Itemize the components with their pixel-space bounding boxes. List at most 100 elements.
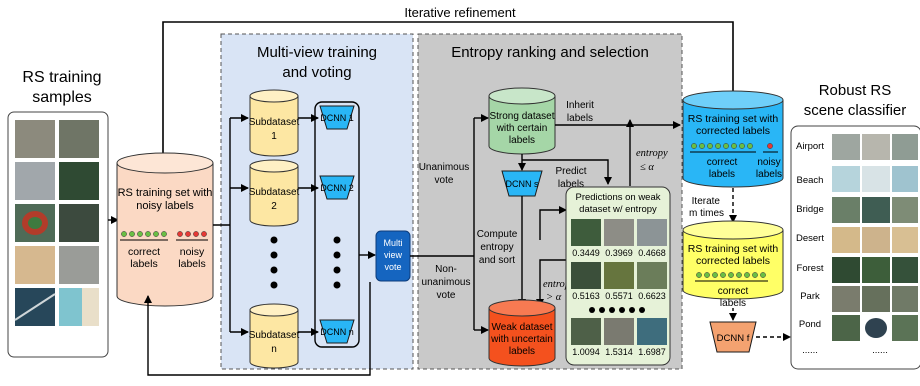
- nonunanimous-label-3: vote: [437, 290, 456, 301]
- robust-title-1: Robust RS: [819, 82, 892, 99]
- subdataset-n-index: n: [271, 344, 277, 355]
- dcnn-2-label: DCNN 2: [320, 183, 354, 193]
- entropy-gt-1: entropy: [543, 279, 575, 290]
- prediction-score-3: 0.4668: [638, 248, 666, 258]
- left-title-2: samples: [32, 89, 92, 106]
- weak-dataset-cylinder: [488, 299, 556, 367]
- class-ellipsis-2: ......: [872, 345, 888, 356]
- corrected-bottom-dots: [696, 272, 766, 278]
- inherit-label-2: labels: [567, 113, 593, 124]
- prediction-score-8: 1.5314: [605, 347, 633, 357]
- unanimous-label-2: vote: [435, 175, 454, 186]
- iterate-label-2: m times: [689, 208, 724, 219]
- corrected-set-bottom-cylinder: [682, 220, 784, 300]
- prediction-score-7: 1.0094: [572, 347, 600, 357]
- corrected-top-correct-2: labels: [709, 169, 735, 180]
- dcnn-1-label: DCNN 1: [320, 113, 354, 123]
- predictions-title-2: dataset w/ entropy: [579, 204, 657, 215]
- class-label-airport: Airport: [796, 141, 824, 152]
- left-title-1: RS training: [22, 69, 101, 86]
- dcnn-ellipsis: [333, 236, 341, 289]
- subdataset-1-label: Subdataset: [249, 117, 300, 128]
- strong-label-3: labels: [509, 135, 535, 146]
- prediction-scores: 0.3449 0.3969 0.4668 0.5163 0.5571 0.662…: [572, 248, 666, 357]
- strong-label-1: Strong dataset: [489, 111, 554, 122]
- nonunanimous-label-2: unanimous: [422, 277, 471, 288]
- compute-label-2: entropy: [480, 242, 513, 253]
- class-label-bridge: Bridge: [796, 204, 823, 215]
- subdataset-2-cylinder: [249, 159, 299, 227]
- noisy-set-correct-2: labels: [130, 258, 157, 270]
- noisy-set-correct: correct: [128, 246, 160, 258]
- prediction-ellipsis: [589, 307, 645, 313]
- class-ellipsis-1: ......: [802, 345, 818, 356]
- class-thumbnails: [832, 134, 918, 341]
- class-label-forest: Forest: [797, 263, 824, 274]
- weak-label-2: with uncertain: [490, 334, 553, 345]
- dcnn-2-block: [319, 175, 355, 200]
- subdataset-2-index: 2: [271, 201, 277, 212]
- corrected-top-title-1: RS training set with: [688, 113, 779, 125]
- noisy-training-set-cylinder: [116, 152, 214, 307]
- inherit-label-1: Inherit: [566, 100, 594, 111]
- iterative-refinement-label: Iterative refinement: [404, 5, 516, 20]
- corrected-top-title-2: corrected labels: [696, 125, 770, 137]
- predictions-title-1: Predictions on weak: [575, 192, 660, 203]
- prediction-score-5: 0.5571: [605, 291, 633, 301]
- weak-label-1: Weak dataset: [492, 322, 553, 333]
- compute-label-1: Compute: [477, 229, 518, 240]
- predict-label-1: Predict: [555, 166, 586, 177]
- dcnn-n-block: [319, 319, 355, 344]
- vote-label-1: Multi: [383, 238, 402, 248]
- dcnn-group-box: [314, 101, 360, 348]
- subdataset-ellipsis: [270, 236, 278, 289]
- subdataset-2-label: Subdataset: [249, 187, 300, 198]
- corrected-top-correct: correct: [707, 157, 738, 168]
- dcnn-n-label: DCNN n: [320, 327, 354, 337]
- class-label-desert: Desert: [796, 233, 824, 244]
- noisy-set-title-2: noisy labels: [136, 200, 194, 212]
- iterate-label-1: Iterate: [692, 196, 721, 207]
- dcnn-f-block: [709, 321, 757, 353]
- corrected-top-noisy: noisy: [757, 157, 780, 168]
- corrected-bottom-correct: correct: [718, 286, 749, 297]
- vote-label-2: view: [384, 250, 403, 260]
- class-label-park: Park: [800, 291, 820, 302]
- prediction-thumbnails: [571, 219, 667, 345]
- subdataset-n-label: Subdataset: [249, 330, 300, 341]
- noisy-set-noisy-2: labels: [178, 258, 205, 270]
- corrected-bottom-title-1: RS training set with: [688, 243, 779, 255]
- class-label-pond: Pond: [799, 319, 821, 330]
- entropy-gt-2: > α: [546, 292, 562, 303]
- class-label-beach: Beach: [797, 175, 824, 186]
- corrected-top-dots: [691, 143, 773, 149]
- unanimous-label-1: Unanimous: [419, 162, 470, 173]
- noisy-set-dots: [121, 231, 207, 237]
- class-labels: Airport Beach Bridge Desert Forest Park …: [796, 141, 888, 356]
- corrected-bottom-title-2: corrected labels: [696, 255, 770, 267]
- subdataset-n-cylinder: [249, 303, 299, 369]
- multiview-title-2: and voting: [282, 64, 351, 81]
- compute-label-3: and sort: [479, 255, 515, 266]
- subdataset-1-cylinder: [249, 89, 299, 157]
- dcnn-1-block: [319, 105, 355, 130]
- prediction-score-6: 0.6623: [638, 291, 666, 301]
- prediction-score-4: 0.5163: [572, 291, 600, 301]
- subdataset-1-index: 1: [271, 131, 277, 142]
- prediction-score-2: 0.3969: [605, 248, 633, 258]
- strong-label-2: with certain: [496, 123, 548, 134]
- robust-title-2: scene classifier: [804, 102, 907, 119]
- prediction-score-9: 1.6987: [638, 347, 666, 357]
- vote-label-3: vote: [384, 262, 401, 272]
- multiview-title-1: Multi-view training: [257, 44, 377, 61]
- dcnn-s-block: [501, 170, 543, 197]
- predict-label-2: labels: [558, 179, 584, 190]
- dcnn-f-label: DCNN f: [717, 333, 750, 344]
- entropy-le-1: entropy: [636, 148, 668, 159]
- noisy-set-noisy: noisy: [180, 246, 205, 258]
- training-sample-thumbnails: [14, 120, 99, 326]
- entropy-le-2: ≤ α: [640, 162, 654, 173]
- corrected-bottom-correct-2: labels: [720, 298, 746, 309]
